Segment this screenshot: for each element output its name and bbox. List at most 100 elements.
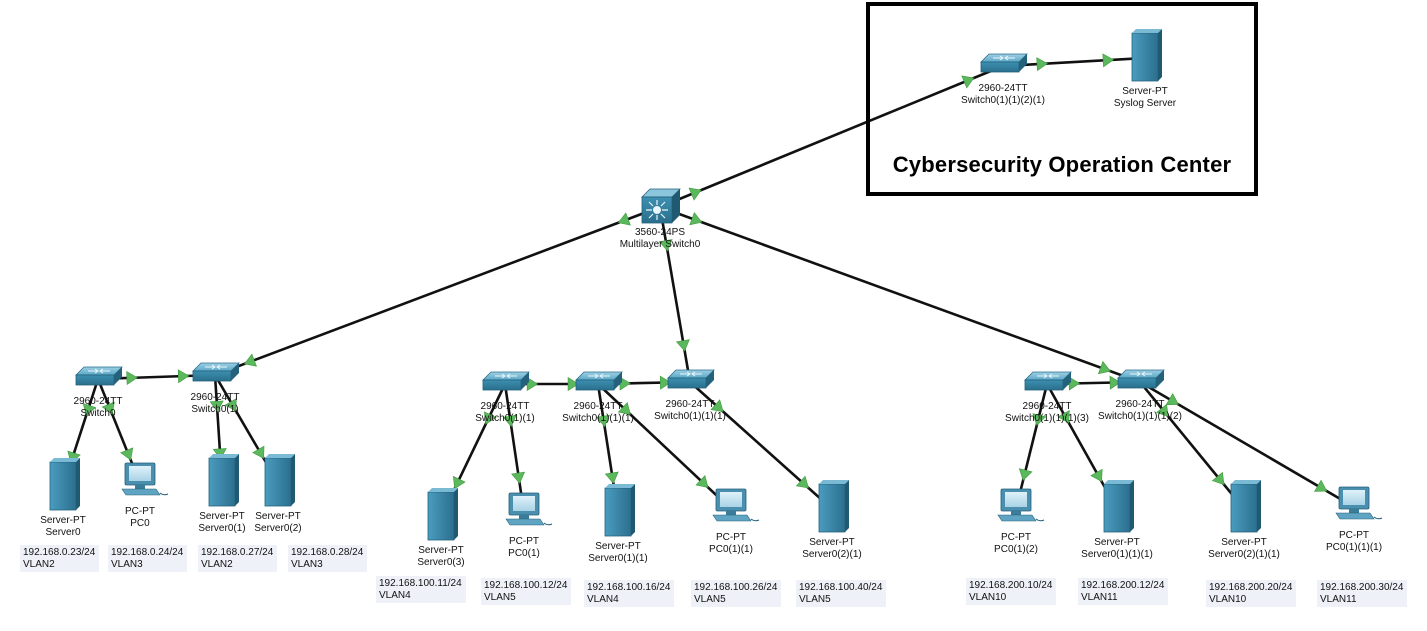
pc-icon bbox=[712, 488, 760, 522]
multilayer-switch-icon bbox=[641, 188, 681, 224]
ip-address: 192.168.100.11/24 bbox=[379, 578, 462, 589]
device-name: Multilayer Switch0 bbox=[619, 239, 701, 250]
device-name: Syslog Server bbox=[1113, 98, 1177, 109]
sw01111-device[interactable] bbox=[575, 371, 623, 391]
vlan-name: VLAN5 bbox=[484, 592, 516, 603]
server-icon bbox=[1230, 480, 1261, 533]
link-up-indicator-11a bbox=[209, 400, 224, 413]
server011-device[interactable] bbox=[604, 484, 635, 537]
server0111-device[interactable] bbox=[1103, 480, 1134, 533]
link-up-indicator-7b bbox=[659, 375, 672, 390]
server0-device[interactable] bbox=[49, 458, 80, 511]
server01-device[interactable] bbox=[208, 454, 239, 507]
device-model: 2960-24TT bbox=[190, 392, 240, 403]
device-model: 2960-24TT bbox=[978, 83, 1028, 94]
sw0-device[interactable] bbox=[75, 366, 123, 386]
server-icon bbox=[427, 488, 458, 541]
device-model: 2960-24TT bbox=[1022, 401, 1072, 412]
ip-address: 192.168.0.24/24 bbox=[111, 547, 184, 558]
pc0-device[interactable] bbox=[121, 462, 169, 496]
device-name: Server0 bbox=[45, 527, 81, 538]
pc-icon bbox=[121, 462, 169, 496]
link-up-indicator-20b bbox=[1211, 471, 1225, 486]
device-model: Server-PT bbox=[1122, 86, 1168, 97]
link-up-indicator-15b bbox=[604, 471, 619, 484]
sw_r2-device[interactable] bbox=[1117, 369, 1165, 389]
link-sw_r2-server0211[interactable] bbox=[1138, 381, 1246, 510]
link-sw01111-pc011[interactable] bbox=[597, 383, 732, 510]
link-up-indicator-2a bbox=[617, 212, 631, 226]
link-soc_switch-syslog[interactable] bbox=[1002, 56, 1146, 68]
soc_switch-device[interactable] bbox=[980, 53, 1028, 73]
device-model: Server-PT bbox=[1094, 537, 1140, 548]
pc012-device[interactable] bbox=[997, 488, 1045, 522]
server-icon bbox=[604, 484, 635, 537]
sw_r1-device[interactable] bbox=[1024, 371, 1072, 391]
sw0111-device[interactable] bbox=[667, 369, 715, 389]
device-name: Server0(2)(1)(1) bbox=[1208, 549, 1280, 560]
link-mls-sw_r2[interactable] bbox=[659, 205, 1141, 384]
syslog-device[interactable] bbox=[1131, 29, 1162, 82]
server-icon bbox=[818, 480, 849, 533]
server0211-device[interactable] bbox=[1230, 480, 1261, 533]
server-icon bbox=[264, 454, 295, 507]
link-up-indicator-6a bbox=[526, 376, 539, 392]
device-model: 2960-24TT bbox=[1115, 399, 1165, 410]
link-up-indicator-2b bbox=[243, 353, 257, 367]
server02-device[interactable] bbox=[264, 454, 295, 507]
link-mls-sw0111[interactable] bbox=[658, 206, 692, 383]
device-model: 2960-24TT bbox=[665, 399, 715, 410]
link-up-indicator-13b bbox=[452, 475, 466, 490]
device-model: PC-PT bbox=[716, 532, 746, 543]
link-up-indicator-12b bbox=[252, 445, 265, 459]
device-model: 2960-24TT bbox=[573, 401, 623, 412]
mls-device[interactable] bbox=[641, 188, 681, 224]
pc011-device[interactable] bbox=[712, 488, 760, 522]
link-up-indicator-16a bbox=[617, 402, 631, 415]
switch-icon bbox=[1117, 369, 1165, 389]
server021-device[interactable] bbox=[818, 480, 849, 533]
switch-icon bbox=[192, 362, 240, 382]
link-mls-sw01[interactable] bbox=[214, 205, 661, 377]
device-name: Switch0(1)(1)(2)(1) bbox=[961, 95, 1045, 106]
device-model: PC-PT bbox=[1001, 532, 1031, 543]
pc-icon bbox=[1335, 486, 1383, 520]
link-up-indicator-13a bbox=[483, 411, 497, 425]
pc0111-device[interactable] bbox=[1335, 486, 1383, 520]
sw011-device[interactable] bbox=[482, 371, 530, 391]
vlan-name: VLAN3 bbox=[291, 559, 323, 570]
server03-device[interactable] bbox=[427, 488, 458, 541]
soc-title: Cybersecurity Operation Center bbox=[892, 152, 1232, 177]
link-up-indicator-17a bbox=[710, 399, 724, 413]
server-icon bbox=[1103, 480, 1134, 533]
vlan-name: VLAN4 bbox=[379, 590, 411, 601]
link-sw011-pc01[interactable] bbox=[503, 383, 526, 514]
device-name: Server0(1)(1)(1) bbox=[1081, 549, 1153, 560]
link-up-indicator-18b bbox=[1018, 468, 1033, 481]
sw01-device[interactable] bbox=[192, 362, 240, 382]
link-up-indicator-20a bbox=[1155, 403, 1169, 417]
vlan-name: VLAN11 bbox=[1081, 592, 1118, 603]
link-mls-soc_switch[interactable] bbox=[659, 64, 1004, 209]
pc01-device[interactable] bbox=[505, 492, 553, 526]
link-sw_r1-pc012[interactable] bbox=[1014, 383, 1049, 510]
